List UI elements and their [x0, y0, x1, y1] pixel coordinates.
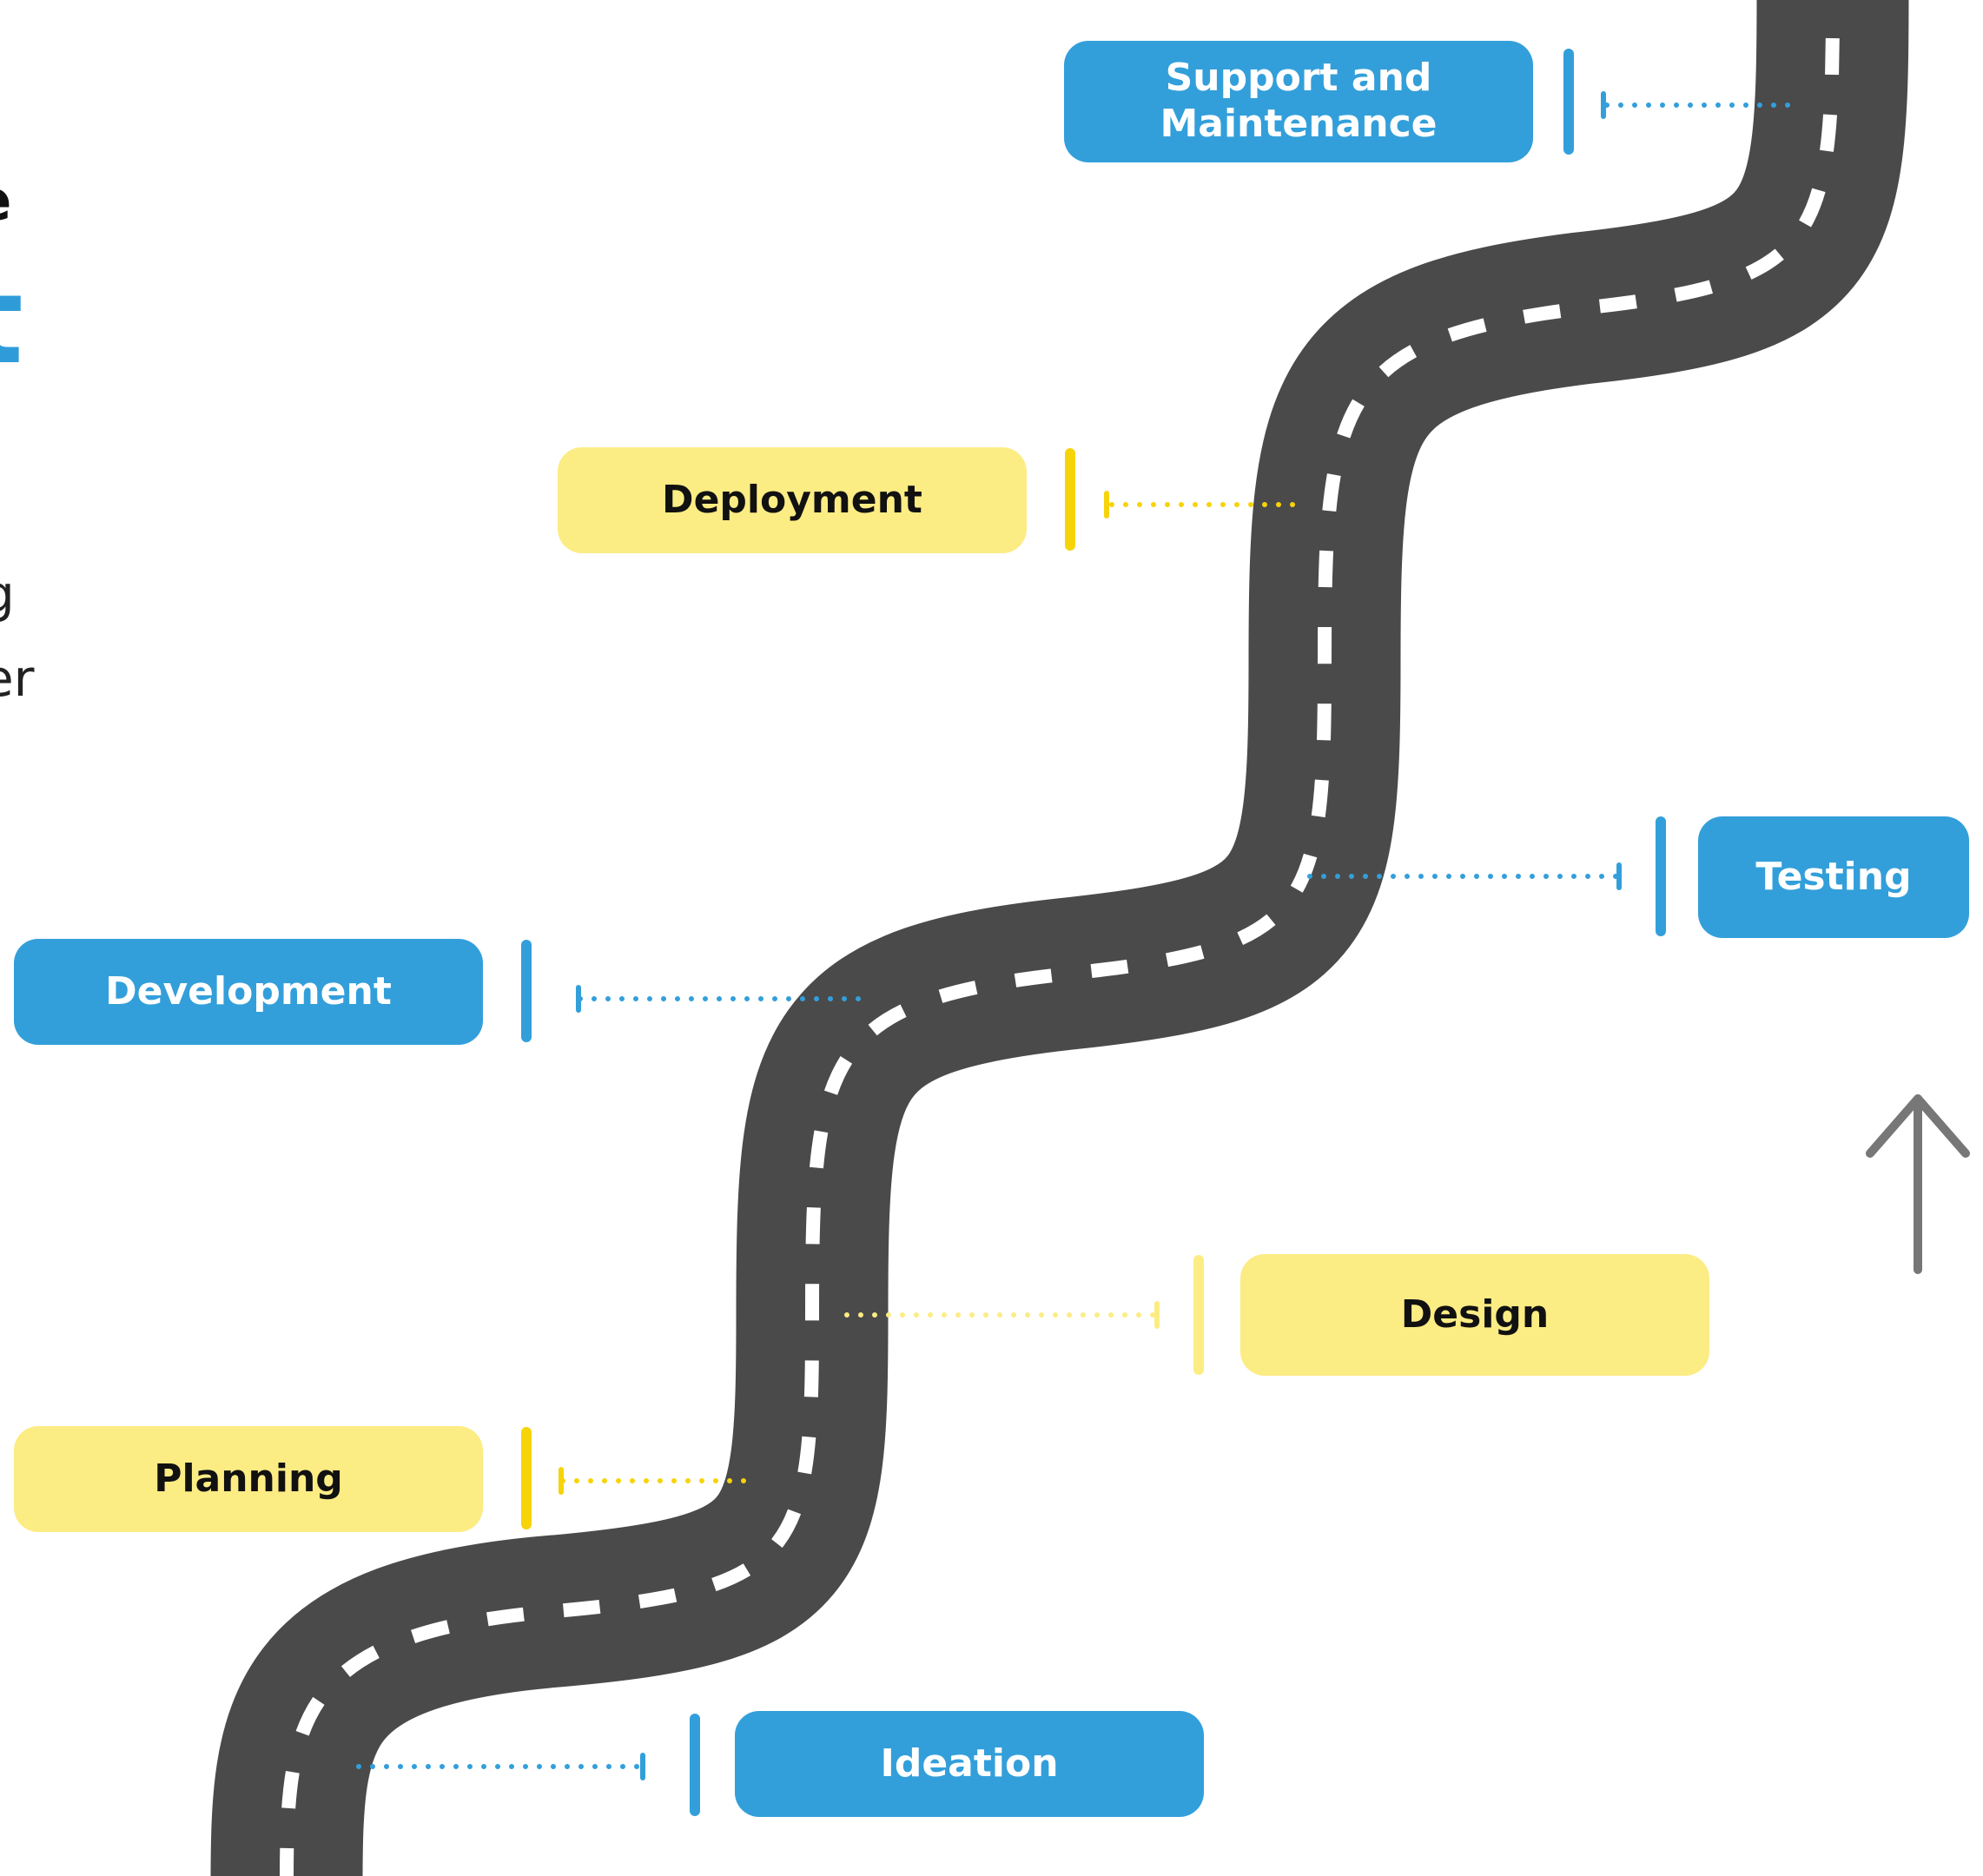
stage-development-label: Development — [105, 968, 392, 1014]
connector-planning — [559, 1467, 754, 1495]
connector-deployment — [1104, 491, 1300, 519]
connector-testing — [1307, 862, 1622, 890]
stage-testing: Testing — [1698, 816, 1969, 938]
stage-design-label: Design — [1400, 1291, 1550, 1337]
connector-design — [844, 1301, 1160, 1329]
design-marker — [1193, 1255, 1204, 1375]
deployment-marker — [1065, 448, 1075, 551]
body-fragment-2: er — [0, 649, 35, 708]
body-fragment-1: g — [0, 569, 15, 619]
stage-deployment: Deployment — [558, 447, 1027, 553]
connector-ideation — [356, 1753, 645, 1780]
arrow-up-icon — [1866, 1094, 1970, 1274]
development-marker — [521, 940, 532, 1042]
stage-design: Design — [1240, 1254, 1709, 1376]
heading-fragment-1: e — [0, 174, 11, 229]
support-marker — [1563, 49, 1574, 155]
stage-deployment-label: Deployment — [662, 477, 922, 522]
testing-marker — [1656, 816, 1666, 936]
stage-support-label: Support and Maintenance — [1160, 56, 1438, 146]
stage-development: Development — [14, 939, 483, 1045]
connector-support — [1601, 91, 1799, 119]
heading-fragment-2: t — [0, 261, 23, 382]
ideation-marker — [690, 1714, 700, 1816]
stage-support: Support and Maintenance — [1064, 41, 1533, 162]
stage-ideation-label: Ideation — [880, 1741, 1059, 1786]
road-surface — [210, 0, 1909, 1876]
stage-ideation: Ideation — [735, 1711, 1204, 1817]
stage-planning: Planning — [14, 1426, 483, 1532]
planning-marker — [521, 1427, 532, 1529]
stage-planning-label: Planning — [154, 1456, 343, 1501]
connector-development — [576, 985, 863, 1013]
stage-testing-label: Testing — [1755, 854, 1912, 899]
